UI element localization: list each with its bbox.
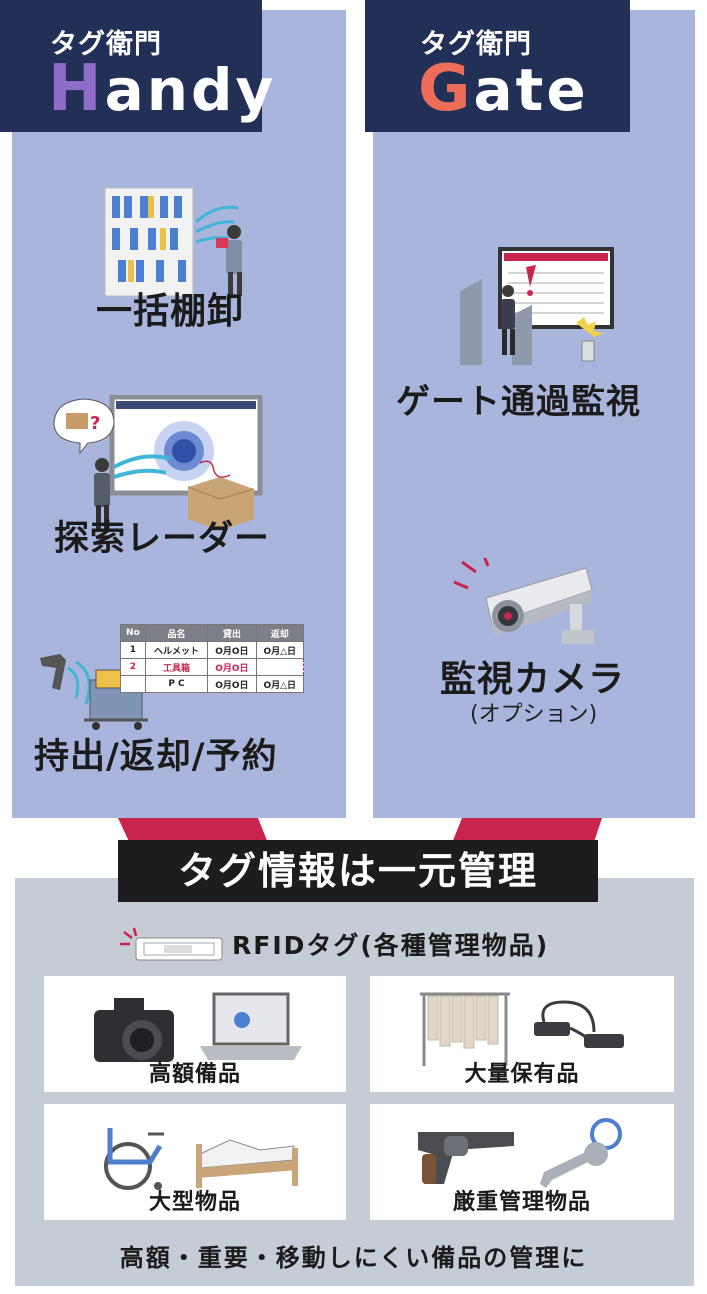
security-camera-icon — [453, 558, 594, 644]
table-cell: P C — [144, 675, 209, 693]
unified-management-title: タグ情報は一元管理 — [118, 840, 598, 902]
rfid-line: RFIDタグ(各種管理物品) — [120, 926, 549, 962]
table-header: 品名 — [144, 624, 209, 642]
table-cell: O月△日 — [255, 675, 305, 693]
card-strict-items: 厳重管理物品 — [370, 1104, 674, 1220]
table-cell: O月△日 — [255, 641, 305, 659]
table-cell: 工具箱 — [144, 658, 209, 676]
gate-tab-brand: タグ衛門 — [420, 29, 532, 60]
gate-monitor-icon — [460, 247, 614, 365]
feature-checkout-return-reserve: 持出/返却/予約 — [34, 737, 278, 777]
footer-text: 高額・重要・移動しにくい備品の管理に — [119, 1244, 588, 1272]
feature-security-camera: 監視カメラ — [440, 659, 626, 700]
rfid-tag-icon — [120, 927, 223, 961]
card-high-value: 高額備品 — [44, 976, 346, 1092]
camera-option-note: (オプション) — [470, 702, 598, 727]
camera-laptop-icon — [94, 992, 302, 1062]
table-cell: O月O日 — [207, 658, 257, 676]
table-cell: O月O日 — [207, 675, 257, 693]
card-label-bulk-items: 大量保有品 — [464, 1062, 580, 1087]
table-cell: 1 — [120, 641, 146, 659]
table-cell — [120, 675, 146, 693]
checkout-table: No 品名 貸出 返却 1 ヘルメット O月O日 O月△日 2 工具箱 O月O日… — [120, 624, 305, 693]
handy-tab-cap: H — [48, 52, 105, 126]
table-cell: 2 — [120, 658, 146, 676]
card-label-large-items: 大型物品 — [148, 1190, 241, 1215]
table-header: 返却 — [255, 624, 305, 642]
rfid-label: RFIDタグ(各種管理物品) — [232, 931, 550, 960]
gate-tab: タグ衛門 Gate — [365, 0, 630, 132]
table-header-row: No 品名 貸出 返却 — [120, 624, 305, 642]
card-large-items: 大型物品 — [44, 1104, 346, 1220]
feature-search-radar: 探索レーダー — [54, 519, 271, 559]
gate-column — [373, 10, 695, 818]
table-cell: ヘルメット — [144, 641, 209, 659]
table-row: 1 ヘルメット O月O日 O月△日 — [120, 641, 305, 659]
gate-tab-cap: G — [418, 52, 474, 126]
gate-tab-rest: ate — [473, 56, 589, 124]
feature-bulk-inventory: 一括棚卸 — [96, 291, 245, 332]
table-header: No — [120, 624, 146, 642]
svg-text:?: ? — [90, 413, 100, 434]
feature-gate-monitoring: ゲート通過監視 — [396, 382, 641, 422]
radar-search-icon: ? — [53, 395, 263, 530]
table-row: P C O月O日 O月△日 — [120, 675, 305, 693]
table-row: 2 工具箱 O月O日 — [120, 658, 305, 676]
handy-tab-title: Handy — [48, 52, 276, 126]
revolver-keys-icon — [418, 1118, 622, 1188]
shelf-scan-icon — [104, 187, 242, 297]
clothes-rack-cables-icon — [420, 992, 624, 1066]
table-cell — [255, 658, 305, 676]
handy-tab: タグ衛門 Handy — [0, 0, 273, 132]
table-cell: O月O日 — [207, 641, 257, 659]
table-header: 貸出 — [207, 624, 257, 642]
checkout-scanner-icon — [40, 654, 148, 730]
wheelchair-bed-icon — [104, 1128, 298, 1190]
card-bulk-items: 大量保有品 — [370, 976, 674, 1092]
card-label-high-value: 高額備品 — [148, 1062, 241, 1087]
handy-tab-rest: andy — [104, 56, 277, 124]
gate-tab-title: Gate — [418, 52, 589, 126]
card-label-strict-items: 厳重管理物品 — [452, 1190, 591, 1215]
handy-tab-brand: タグ衛門 — [50, 29, 162, 60]
